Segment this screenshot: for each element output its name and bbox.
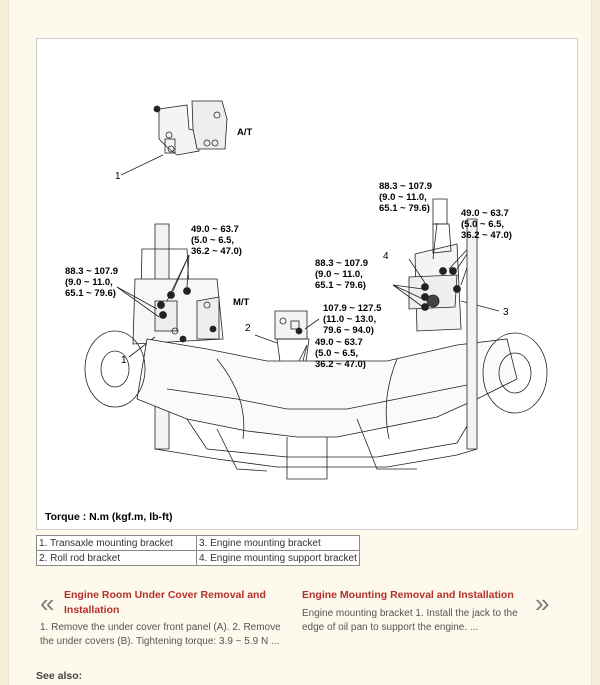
svg-text:65.1 ~ 79.6): 65.1 ~ 79.6) [379,203,430,214]
table-row: 1. Transaxle mounting bracket 3. Engine … [36,535,360,551]
next-article: Engine Mounting Removal and Installation… [302,588,572,635]
torque-left-top: 49.0 ~ 63.7 (5.0 ~ 6.5, 36.2 ~ 47.0) [191,224,242,257]
prev-arrow-icon[interactable]: « [40,588,55,618]
callout-4: 4 [383,251,389,262]
svg-text:(9.0 ~ 11.0,: (9.0 ~ 11.0, [65,277,113,288]
callout-1-top: 1 [115,171,121,182]
prev-article-link[interactable]: Engine Room Under Cover Removal and Inst… [64,589,266,616]
svg-text:36.2 ~ 47.0): 36.2 ~ 47.0) [461,230,512,241]
svg-text:(5.0 ~ 6.5,: (5.0 ~ 6.5, [315,348,358,359]
svg-text:(9.0 ~ 11.0,: (9.0 ~ 11.0, [379,192,427,203]
diagram-drawing: A/T M/T 1 1 2 3 4 88.3 ~ 107.9 (9.0 ~ 11… [65,100,548,480]
see-also-heading: See also: [36,670,83,682]
prev-article: Engine Room Under Cover Removal and Inst… [36,588,286,649]
svg-text:88.3 ~ 107.9: 88.3 ~ 107.9 [65,266,118,277]
torque-left-side: 88.3 ~ 107.9 (9.0 ~ 11.0, 65.1 ~ 79.6) [65,266,118,299]
legend-cell: 2. Roll rod bracket [36,550,197,566]
callout-3: 3 [503,307,509,318]
svg-text:88.3 ~ 107.9: 88.3 ~ 107.9 [379,181,432,192]
torque-center-bottom: 49.0 ~ 63.7 (5.0 ~ 6.5, 36.2 ~ 47.0) [315,337,366,370]
svg-text:107.9 ~ 127.5: 107.9 ~ 127.5 [323,303,382,314]
next-article-link[interactable]: Engine Mounting Removal and Installation [302,589,514,601]
svg-text:36.2 ~ 47.0): 36.2 ~ 47.0) [315,359,366,370]
torque-right-side: 49.0 ~ 63.7 (5.0 ~ 6.5, 36.2 ~ 47.0) [461,208,512,241]
svg-text:(5.0 ~ 6.5,: (5.0 ~ 6.5, [191,235,234,246]
page-right-border [591,0,600,685]
next-arrow-icon[interactable]: » [535,588,550,618]
prev-article-excerpt: 1. Remove the under cover front panel (A… [40,622,281,648]
legend-cell: 1. Transaxle mounting bracket [36,535,197,551]
engine-mounting-diagram: A/T M/T 1 1 2 3 4 88.3 ~ 107.9 (9.0 ~ 11… [36,38,578,530]
page-left-border [0,0,9,685]
svg-text:(9.0 ~ 11.0,: (9.0 ~ 11.0, [315,269,363,280]
svg-text:65.1 ~ 79.6): 65.1 ~ 79.6) [315,280,366,291]
label-at: A/T [237,127,253,138]
svg-text:36.2 ~ 47.0): 36.2 ~ 47.0) [191,246,242,257]
legend-cell: 4. Engine mounting support bracket [196,550,360,566]
svg-text:49.0 ~ 63.7: 49.0 ~ 63.7 [315,337,363,348]
label-mt: M/T [233,297,250,308]
callout-1-bottom: 1 [121,355,127,366]
svg-text:(11.0 ~ 13.0,: (11.0 ~ 13.0, [323,314,376,325]
torque-unit-note: Torque : N.m (kgf.m, lb-ft) [45,511,173,523]
callout-2: 2 [245,323,251,334]
svg-text:79.6 ~ 94.0): 79.6 ~ 94.0) [323,325,374,336]
parts-legend-table: 1. Transaxle mounting bracket 3. Engine … [36,535,360,566]
svg-text:(5.0 ~ 6.5,: (5.0 ~ 6.5, [461,219,504,230]
svg-text:65.1 ~ 79.6): 65.1 ~ 79.6) [65,288,116,299]
svg-text:49.0 ~ 63.7: 49.0 ~ 63.7 [461,208,509,219]
next-article-excerpt: Engine mounting bracket 1. Install the j… [302,607,518,633]
torque-center-top: 107.9 ~ 127.5 (11.0 ~ 13.0, 79.6 ~ 94.0) [323,303,382,336]
torque-right-mid: 88.3 ~ 107.9 (9.0 ~ 11.0, 65.1 ~ 79.6) [315,258,368,291]
svg-text:49.0 ~ 63.7: 49.0 ~ 63.7 [191,224,239,235]
torque-right-top: 88.3 ~ 107.9 (9.0 ~ 11.0, 65.1 ~ 79.6) [379,181,432,214]
legend-cell: 3. Engine mounting bracket [196,535,360,551]
svg-text:88.3 ~ 107.9: 88.3 ~ 107.9 [315,258,368,269]
table-row: 2. Roll rod bracket 4. Engine mounting s… [36,550,360,566]
